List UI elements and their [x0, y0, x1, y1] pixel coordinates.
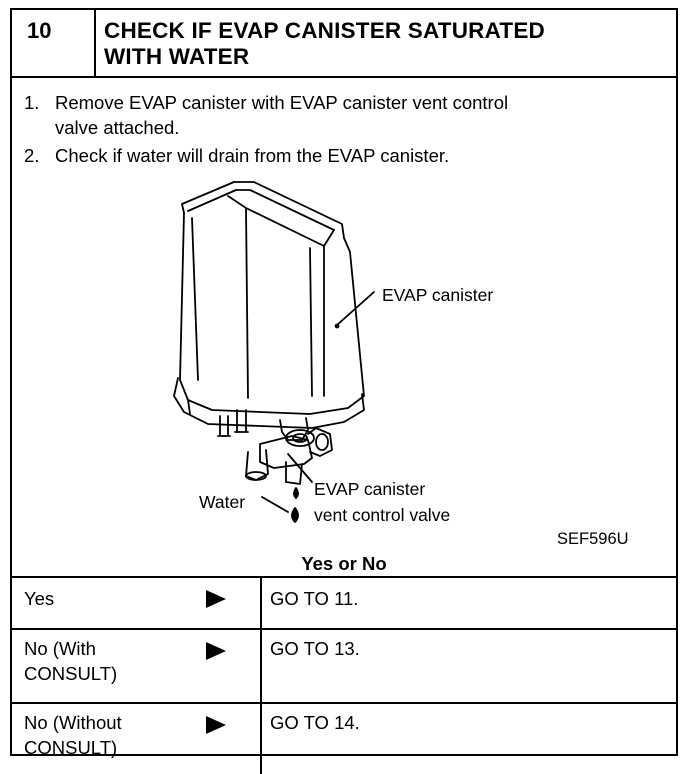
instruction-text: Remove EVAP canister with EVAP canister …: [55, 92, 509, 138]
step-number: 10: [12, 10, 96, 76]
result-action: GO TO 13.: [261, 628, 676, 703]
result-row: No (With CONSULT) GO TO 13.: [12, 628, 676, 703]
canister-body: [179, 212, 365, 415]
step-title: CHECK IF EVAP CANISTER SATURATED WITH WA…: [104, 18, 546, 69]
result-action: GO TO 11.: [261, 576, 676, 629]
result-answer: No (With CONSULT): [12, 628, 200, 703]
result-table: Yes GO TO 11. No (With CONSULT) GO TO 13…: [12, 576, 676, 774]
port-tube-1: [217, 415, 231, 437]
instruction-number: 1.: [24, 92, 40, 113]
instruction-number: 2.: [24, 145, 40, 166]
step-header: 10 CHECK IF EVAP CANISTER SATURATED WITH…: [12, 10, 676, 78]
instruction-text: Check if water will drain from the EVAP …: [55, 145, 450, 166]
arrow-right-icon: [206, 590, 226, 608]
result-action: GO TO 14.: [261, 702, 676, 774]
step-body: 1. Remove EVAP canister with EVAP canist…: [12, 78, 676, 586]
canister-lid: [181, 181, 345, 239]
label-water: Water: [199, 492, 245, 512]
evap-canister-illustration: EVAP canister EVAP canister vent control…: [173, 181, 629, 548]
result-answer: Yes: [12, 576, 200, 629]
water-drop-2: [291, 507, 299, 523]
label-vent-valve-line2: vent control valve: [314, 505, 450, 525]
procedure-step-box: 10 CHECK IF EVAP CANISTER SATURATED WITH…: [10, 8, 678, 774]
result-answer: No (Without CONSULT): [12, 702, 200, 774]
arrow-right-icon: [206, 716, 226, 734]
canister-base: [173, 377, 365, 429]
label-evap-canister: EVAP canister: [382, 285, 493, 305]
arrow-right-icon: [206, 642, 226, 660]
result-row: Yes GO TO 11.: [12, 576, 676, 629]
water-drop-1: [293, 487, 299, 499]
result-row: No (Without CONSULT) GO TO 14.: [12, 702, 676, 774]
port-tube-2: [234, 409, 249, 433]
label-vent-valve-line1: EVAP canister: [314, 479, 425, 499]
question-prompt: Yes or No: [301, 553, 387, 574]
figure-code: SEF596U: [557, 530, 629, 548]
